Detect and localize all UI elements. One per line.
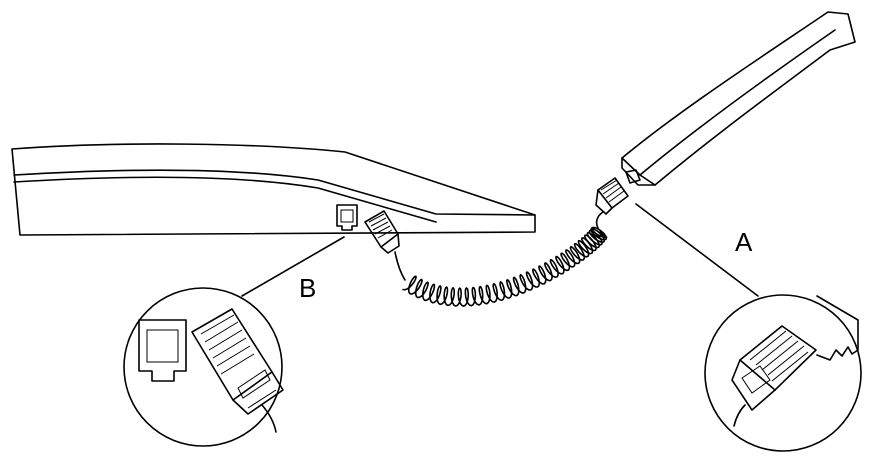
handset-plug: [595, 177, 629, 215]
detail-circle-a: [704, 294, 862, 452]
base-plug: [364, 210, 400, 254]
label-b: B: [299, 273, 316, 303]
coiled-cord: [394, 211, 608, 307]
detail-plug-a: [731, 325, 817, 427]
base-jack: [336, 204, 358, 231]
label-a: A: [735, 227, 753, 257]
detail-plug-b: [191, 308, 284, 433]
detail-circle-b: [123, 287, 284, 447]
leader-line-a: [635, 203, 759, 297]
leader-line-b: [241, 236, 345, 297]
detail-handset-section-a: [816, 295, 859, 361]
detail-jack-b: [138, 319, 187, 382]
handset: [595, 11, 856, 215]
phone-base: [11, 143, 536, 254]
